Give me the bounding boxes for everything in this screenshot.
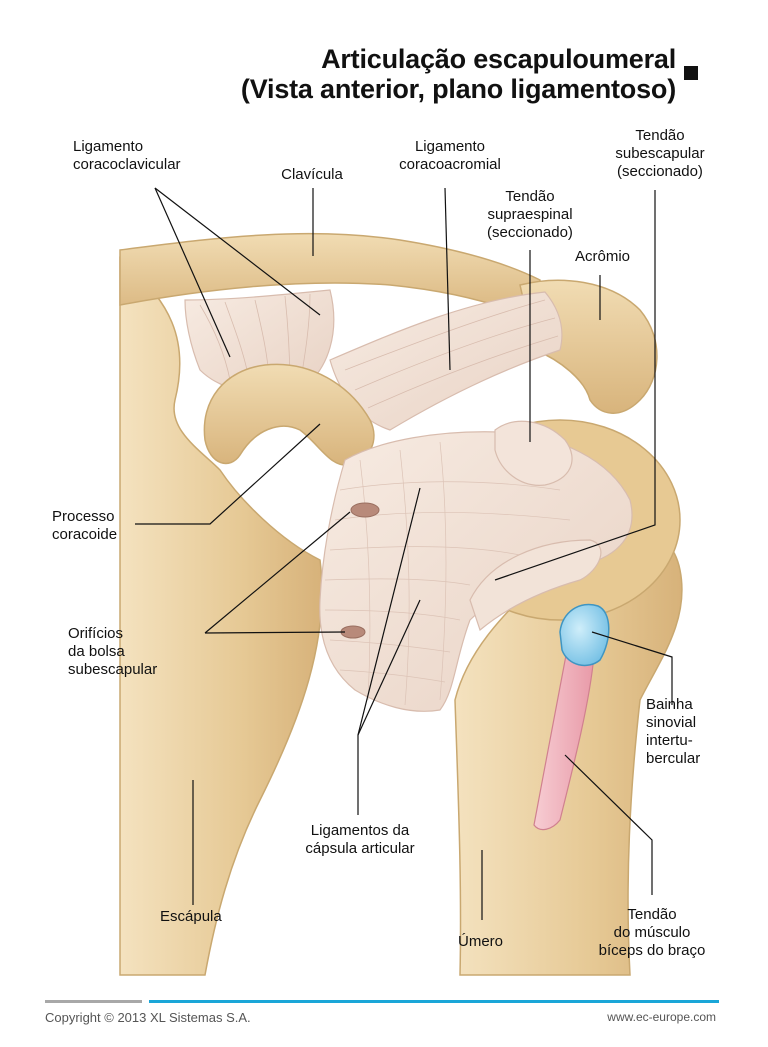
subscapular-tendon-shape bbox=[469, 539, 602, 632]
label-umero: Úmero bbox=[458, 933, 504, 950]
label-ligamento-coracoclavicular: Ligamento coracoclavicular bbox=[73, 138, 181, 173]
label-clavicula: Clavícula bbox=[281, 166, 343, 183]
scapula-shape bbox=[119, 256, 323, 976]
label-ligamentos-capsula: Ligamentos da cápsula articular bbox=[305, 822, 415, 857]
label-processo-coracoide: Processo coracoide bbox=[52, 508, 118, 543]
leader-lines bbox=[135, 187, 673, 920]
copyright-text: Copyright © 2013 XL Sistemas S.A. bbox=[45, 1010, 251, 1025]
label-tendao-biceps: Tendão do músculo bíceps do braço bbox=[598, 906, 706, 959]
footer-rule-blue bbox=[149, 1000, 719, 1003]
website-link[interactable]: www.ec-europe.com bbox=[607, 1010, 716, 1024]
title-line-2: (Vista anterior, plano ligamentoso) bbox=[240, 74, 676, 104]
label-tendao-supraespinal: Tendão supraespinal (seccionado) bbox=[487, 188, 573, 241]
supraspinatus-tendon-shape bbox=[494, 420, 573, 486]
label-ligamento-coracoacromial: Ligamento coracoacromial bbox=[399, 138, 501, 173]
title-square-marker bbox=[684, 66, 698, 80]
label-acromio: Acrômio bbox=[575, 248, 631, 265]
bursa-orifice-upper bbox=[350, 502, 380, 518]
label-escapula: Escápula bbox=[160, 908, 222, 925]
title-line-1: Articulação escapuloumeral bbox=[321, 44, 676, 74]
footer-rule-gray bbox=[45, 1000, 142, 1003]
label-orificios-bolsa: Orifícios da bolsa subescapular bbox=[68, 625, 158, 678]
label-tendao-subescapular: Tendão subescapular (seccionado) bbox=[615, 127, 705, 180]
page-title: Articulação escapuloumeral (Vista anteri… bbox=[241, 44, 676, 104]
coracoacromial-ligament-shape bbox=[329, 291, 563, 431]
synovial-sheath-shape bbox=[559, 603, 610, 667]
label-bainha-sinovial: Bainha sinovial intertu- bercular bbox=[646, 696, 701, 767]
